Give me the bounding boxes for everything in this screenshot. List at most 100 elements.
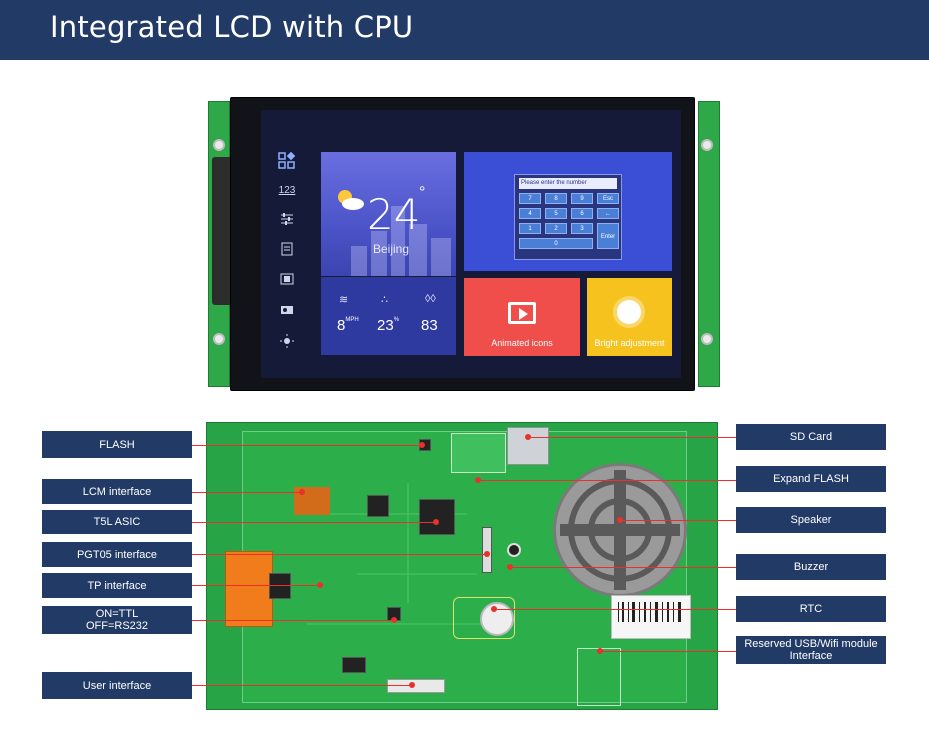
label-buzzer: Buzzer: [736, 554, 886, 580]
label-ttl-rs232: ON=TTL OFF=RS232: [42, 606, 192, 634]
bright-adjustment-tile[interactable]: Bright adjustment: [587, 278, 672, 356]
barcode-bar: [667, 602, 669, 622]
pcb-trace: [357, 573, 477, 575]
pcb-trace: [407, 483, 409, 603]
animated-icons-label: Animated icons: [491, 338, 553, 348]
key-7[interactable]: 7: [519, 193, 541, 204]
weather-tile[interactable]: 24 ° Beijing: [321, 152, 456, 276]
key-2[interactable]: 2: [545, 223, 567, 234]
animated-icons-tile[interactable]: Animated icons: [464, 278, 580, 356]
label-rtc: RTC: [736, 596, 886, 622]
barcode-bar: [622, 602, 624, 622]
leader-line-flash: [192, 445, 422, 446]
label-tp-interface: TP interface: [42, 573, 192, 598]
mount-hole: [701, 333, 713, 345]
key-1[interactable]: 1: [519, 223, 541, 234]
tp-flex-connector: [225, 551, 273, 627]
leader-dot: [484, 551, 490, 557]
leader-line-asic: [192, 522, 436, 523]
leader-line-rtc: [494, 609, 736, 610]
key-9[interactable]: 9: [571, 193, 593, 204]
humidity-icon: ∴: [381, 294, 388, 306]
key-4[interactable]: 4: [519, 208, 541, 219]
key-8[interactable]: 8: [545, 193, 567, 204]
rain-value: 83: [421, 317, 438, 334]
leader-dot: [491, 606, 497, 612]
user-interface-connector: [387, 679, 445, 693]
expand-flash-board: [451, 433, 506, 473]
key-5[interactable]: 5: [545, 208, 567, 219]
mount-hole: [213, 139, 225, 151]
weather-stats-tile: ≋ 8MPH ∴ 23% ◊◊ 83: [321, 277, 456, 355]
play-video-icon: [508, 302, 536, 324]
label-speaker: Speaker: [736, 507, 886, 533]
partly-cloudy-icon: [338, 190, 364, 210]
coin-battery: [480, 602, 514, 636]
buzzer-component: [507, 543, 521, 557]
wind-speed: 8MPH: [337, 317, 359, 334]
leader-dot: [419, 442, 425, 448]
key-esc[interactable]: Esc: [597, 193, 619, 204]
leader-line-speaker: [620, 520, 736, 521]
label-expand-flash: Expand FLASH: [736, 466, 886, 492]
brightness-icon[interactable]: [276, 334, 298, 352]
grid-icon[interactable]: [276, 151, 298, 170]
barcode-label: [611, 595, 691, 639]
leader-dot: [597, 648, 603, 654]
barcode-bar: [678, 602, 681, 622]
label-user-interface: User interface: [42, 672, 192, 699]
key-3[interactable]: 3: [571, 223, 593, 234]
barcode-bar: [650, 602, 651, 622]
key-enter[interactable]: Enter: [597, 223, 619, 249]
bright-adjustment-label: Bright adjustment: [594, 338, 665, 348]
leader-dot: [525, 434, 531, 440]
keypad-panel: Please enter the number 7 8 9 Esc 4 5 6 …: [514, 174, 622, 260]
pcb-trace: [327, 513, 467, 515]
pcb-back: [206, 422, 718, 710]
small-chip: [367, 495, 389, 517]
header-banner: Integrated LCD with CPU: [0, 0, 929, 60]
speaker-grill: [553, 463, 687, 597]
leader-line-ttl: [192, 620, 394, 621]
barcode-bar: [618, 602, 619, 622]
leader-line-buzzer: [510, 567, 736, 568]
regulator-chip: [342, 657, 366, 673]
humidity-value: 23%: [377, 317, 400, 334]
sliders-icon[interactable]: [276, 212, 298, 230]
key-0[interactable]: 0: [519, 238, 593, 249]
barcode-bar: [644, 602, 646, 622]
barcode-bar: [628, 602, 629, 622]
keypad-tile: Please enter the number 7 8 9 Esc 4 5 6 …: [464, 152, 672, 271]
key-6[interactable]: 6: [571, 208, 593, 219]
barcode-bar: [632, 602, 635, 622]
leader-line-usb: [600, 651, 736, 652]
tp-chip: [269, 573, 291, 599]
label-pgt05-interface: PGT05 interface: [42, 542, 192, 567]
document-icon[interactable]: [276, 242, 298, 260]
mount-hole: [213, 333, 225, 345]
sd-card-slot: [507, 427, 549, 465]
label-flash: FLASH: [42, 431, 192, 458]
leader-line-tp: [192, 585, 320, 586]
numbers-icon[interactable]: 123: [278, 185, 296, 196]
leader-dot: [507, 564, 513, 570]
speaker-bar: [560, 524, 680, 536]
barcode-bar: [662, 602, 663, 622]
film-icon[interactable]: [276, 272, 298, 290]
city-name: Beijing: [373, 242, 410, 256]
screen-nav: 123: [271, 110, 305, 378]
display-screen: 123: [261, 110, 681, 378]
leader-dot: [475, 477, 481, 483]
toggle-icon[interactable]: [276, 302, 298, 320]
usb-wifi-module-area: [577, 648, 621, 706]
leader-line-lcm: [192, 492, 302, 493]
page-title: Integrated LCD with CPU: [50, 10, 414, 44]
pcb-edge-right: [698, 101, 720, 387]
key-backspace[interactable]: ←: [597, 208, 619, 219]
label-t5l-asic: T5L ASIC: [42, 510, 192, 534]
barcode-bar: [673, 602, 674, 622]
keypad-prompt: Please enter the number: [519, 178, 617, 189]
label-sd-card: SD Card: [736, 424, 886, 450]
mount-hole: [701, 139, 713, 151]
